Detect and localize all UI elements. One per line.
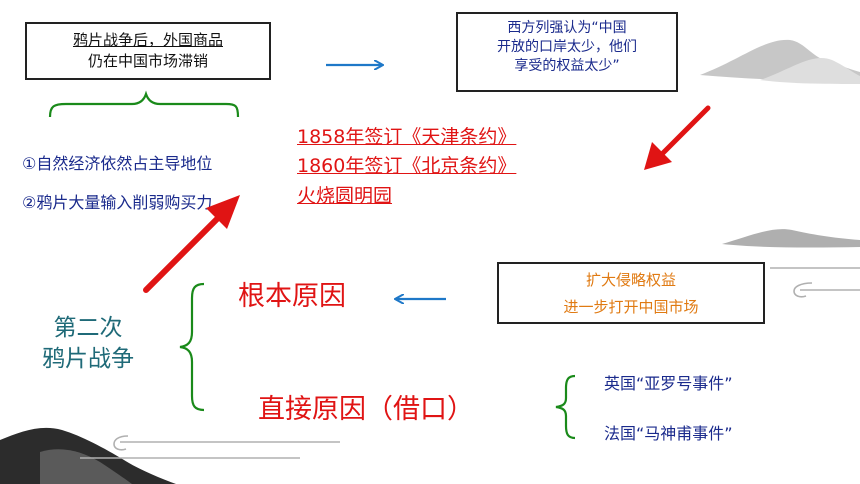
box-line: 扩大侵略权益 bbox=[585, 271, 676, 289]
box-postwar-goods-unsold: 鸦片战争后，外国商品 仍在中国市场滞销 bbox=[25, 22, 271, 80]
treaty-item: 火烧圆明园 bbox=[297, 181, 392, 208]
box-expand-rights: 扩大侵略权益 进一步打开中国市场 bbox=[497, 262, 765, 324]
treaty-item: 1860年签订《北京条约》 bbox=[297, 151, 516, 178]
box-line: 进一步打开中国市场 bbox=[563, 298, 699, 316]
reason-item: ②鸦片大量输入削弱购买力 bbox=[22, 193, 213, 212]
box-line: 西方列强认为“中国 bbox=[507, 20, 627, 36]
box-line: 开放的口岸太少，他们 bbox=[497, 39, 637, 55]
treaty-text: 火烧圆明园 bbox=[297, 185, 393, 207]
main-title-line: 第二次 bbox=[53, 315, 123, 341]
arrow-red-up-right bbox=[143, 195, 240, 293]
cloud-scroll-right bbox=[770, 267, 860, 298]
mountain-ink-mid-right bbox=[722, 229, 860, 248]
brace-horizontal bbox=[48, 90, 240, 118]
event-item: 法国“马神甫事件” bbox=[604, 424, 733, 443]
box-powers-demand: 西方列强认为“中国 开放的口岸太少，他们 享受的权益太少” bbox=[456, 12, 678, 92]
cloud-scroll-bottom bbox=[80, 435, 340, 459]
mountain-ink-bottom-left bbox=[0, 427, 176, 484]
box-line: 鸦片战争后，外国商品 bbox=[72, 31, 223, 49]
main-title-line: 鸦片战争 bbox=[42, 346, 134, 372]
brace-main bbox=[179, 282, 205, 412]
treaty-text: 1860年签订《北京条约》 bbox=[297, 155, 517, 177]
treaty-text: 1858年签订《天津条约》 bbox=[297, 126, 517, 148]
main-title: 第二次 鸦片战争 bbox=[42, 313, 134, 375]
mountain-ink-top-right bbox=[700, 39, 860, 84]
treaty-item: 1858年签订《天津条约》 bbox=[297, 122, 516, 149]
arrow-red-down-left bbox=[644, 105, 711, 170]
direct-cause-heading: 直接原因（借口） bbox=[258, 394, 474, 425]
reason-item: ①自然经济依然占主导地位 bbox=[22, 154, 213, 173]
box-line: 仍在中国市场滞销 bbox=[87, 52, 208, 70]
brace-events bbox=[555, 374, 576, 440]
box-line: 享受的权益太少” bbox=[514, 58, 620, 74]
root-cause-heading: 根本原因 bbox=[238, 281, 346, 312]
event-item: 英国“亚罗号事件” bbox=[604, 374, 733, 393]
